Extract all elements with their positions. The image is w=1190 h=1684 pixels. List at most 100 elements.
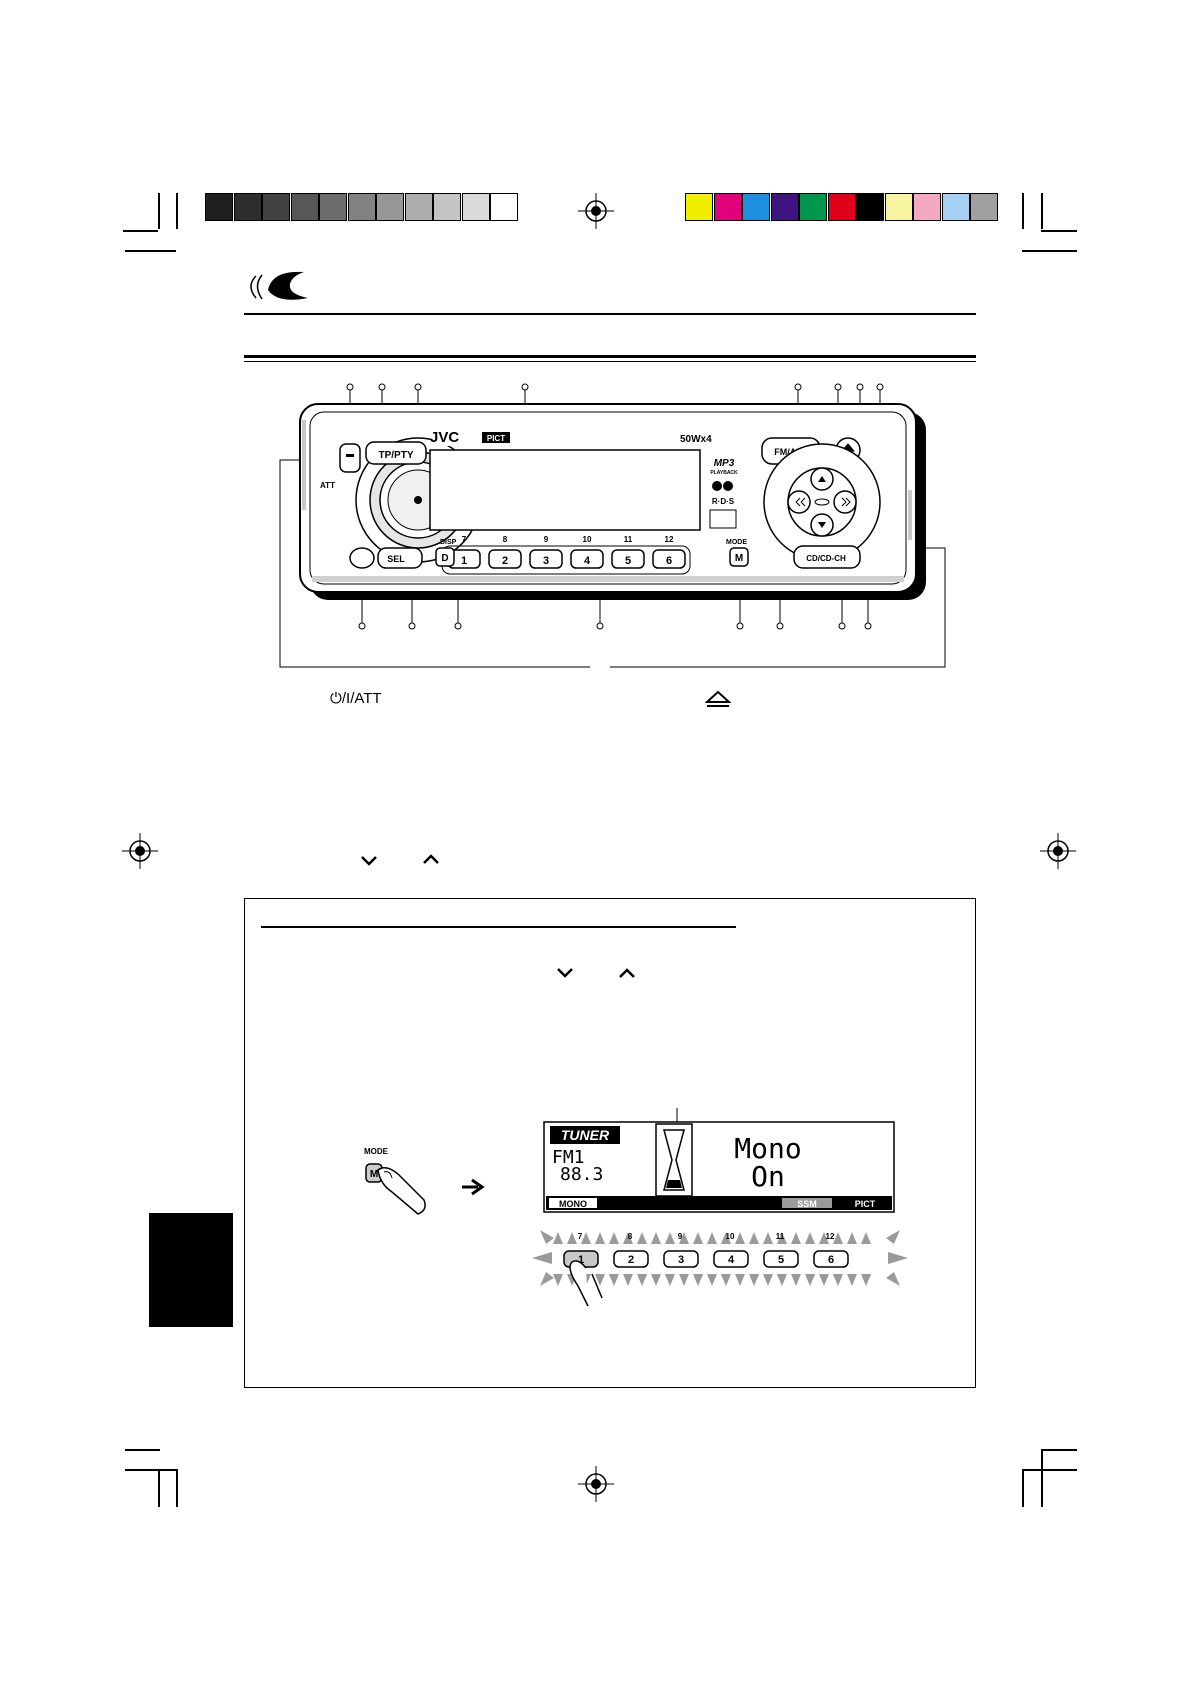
preset-upper-number: 8 — [503, 535, 508, 544]
flash-triangle — [777, 1232, 787, 1244]
disp-key: D — [441, 553, 448, 564]
flash-triangle — [819, 1232, 829, 1244]
flash-triangle — [763, 1232, 773, 1244]
preset-label: 3 — [678, 1254, 684, 1266]
flash-indicator — [553, 1274, 871, 1286]
brand-logo: JVC — [430, 429, 459, 446]
flash-triangle — [735, 1274, 745, 1286]
preset-4-button[interactable] — [570, 549, 604, 569]
disp-button[interactable] — [435, 547, 455, 567]
swoosh-logo-icon — [250, 271, 308, 300]
crop-mark — [1022, 193, 1024, 229]
preset-5-button[interactable] — [763, 1250, 799, 1268]
lcd-display-illustration: TUNER FM1 88.3 Mono On MONO SSM PICT 7 8… — [532, 1108, 908, 1307]
cd-label: CD/CD-CH — [806, 554, 846, 563]
color-swatch — [799, 193, 827, 221]
mode-key: M — [735, 553, 743, 564]
preset-upper-number: 11 — [624, 535, 633, 544]
feature-box — [244, 898, 976, 1388]
preset-2-button[interactable] — [613, 1250, 649, 1268]
tp-pty-label[interactable]: TP/PTY — [378, 450, 413, 461]
flash-triangle — [693, 1274, 703, 1286]
flash-triangle — [665, 1274, 675, 1286]
preset-6-button[interactable] — [813, 1250, 849, 1268]
flash-triangle — [777, 1274, 787, 1286]
sel-label: SEL — [387, 554, 405, 564]
preset-upper-number: 11 — [776, 1232, 785, 1241]
rds-logo: R·D·S — [712, 497, 735, 506]
finger-icon — [569, 1260, 603, 1307]
finger-icon — [377, 1167, 426, 1215]
preset-label: 5 — [778, 1254, 784, 1266]
previous-button[interactable] — [787, 490, 811, 514]
preset-label: 4 — [584, 555, 591, 567]
previous-icon — [795, 497, 806, 507]
mode-key: M — [370, 1169, 378, 1180]
flash-triangle — [749, 1274, 759, 1286]
att-label: ATT — [320, 481, 335, 490]
next-button[interactable] — [833, 490, 857, 514]
flash-triangle — [791, 1274, 801, 1286]
preset-3-button[interactable] — [529, 549, 563, 569]
flash-triangle — [833, 1274, 843, 1286]
cd-button[interactable] — [793, 545, 861, 569]
gray-swatch — [290, 193, 319, 221]
sel-button[interactable] — [377, 547, 423, 569]
preset-label: 1 — [578, 1254, 584, 1266]
mode-label: MODE — [364, 1147, 389, 1156]
preset-2-button[interactable] — [488, 549, 522, 569]
right-arrow-icon — [462, 1178, 485, 1196]
flash-triangle — [623, 1232, 633, 1244]
preset-upper-number: 7 — [462, 535, 467, 544]
gray-swatch — [319, 193, 347, 221]
eject-caption-icon — [705, 690, 731, 707]
flash-triangle — [861, 1232, 871, 1244]
color-swatch — [742, 193, 770, 221]
gray-swatch — [233, 193, 262, 221]
crop-mark — [123, 230, 158, 232]
gray-swatch — [433, 193, 461, 221]
flash-triangle — [651, 1232, 661, 1244]
mode-label: MODE — [726, 539, 747, 546]
faceplate-diagram: TP/PTY ATT JVC PICT 50Wx4 MP3 PLAYBACK R… — [279, 383, 946, 668]
registration-target-icon — [578, 193, 614, 229]
flash-triangle — [721, 1232, 731, 1244]
crop-mark — [1022, 1469, 1077, 1471]
flash-triangle — [721, 1274, 731, 1286]
preset-upper-number: 10 — [726, 1232, 735, 1241]
crop-mark — [1041, 1449, 1077, 1451]
gray-swatch — [347, 193, 376, 221]
flash-triangle — [679, 1274, 689, 1286]
registration-target-icon — [1040, 833, 1076, 869]
crop-mark — [1041, 193, 1043, 229]
preset-label: 3 — [543, 555, 549, 567]
softkey-label: PICT — [855, 1199, 876, 1209]
crop-mark — [125, 1449, 160, 1451]
down-arrow-icon — [818, 522, 826, 528]
preset-upper-number: 8 — [628, 1232, 633, 1241]
preset-5-button[interactable] — [611, 549, 645, 569]
gray-swatch — [490, 193, 518, 221]
flash-triangle — [833, 1232, 843, 1244]
flash-triangle — [693, 1232, 703, 1244]
power-att-button[interactable] — [349, 547, 375, 569]
registration-target-icon — [578, 1466, 614, 1502]
flash-triangle — [651, 1274, 661, 1286]
crop-mark — [176, 1469, 178, 1507]
flash-triangle — [609, 1232, 619, 1244]
preset-3-button[interactable] — [663, 1250, 699, 1268]
preset-4-button[interactable] — [713, 1250, 749, 1268]
crop-mark — [1041, 1449, 1043, 1507]
flash-triangle — [623, 1274, 633, 1286]
crop-mark — [125, 1469, 176, 1471]
preset-label: 6 — [828, 1254, 834, 1266]
preset-label: 2 — [502, 555, 508, 567]
gray-swatch — [262, 193, 290, 221]
crop-mark — [1022, 250, 1077, 252]
pict-badge: PICT — [487, 434, 505, 443]
mode-button[interactable] — [729, 547, 749, 567]
preset-upper-number: 9 — [678, 1232, 683, 1241]
color-swatch — [856, 193, 884, 221]
preset-6-button[interactable] — [652, 549, 686, 569]
flash-triangle — [735, 1232, 745, 1244]
